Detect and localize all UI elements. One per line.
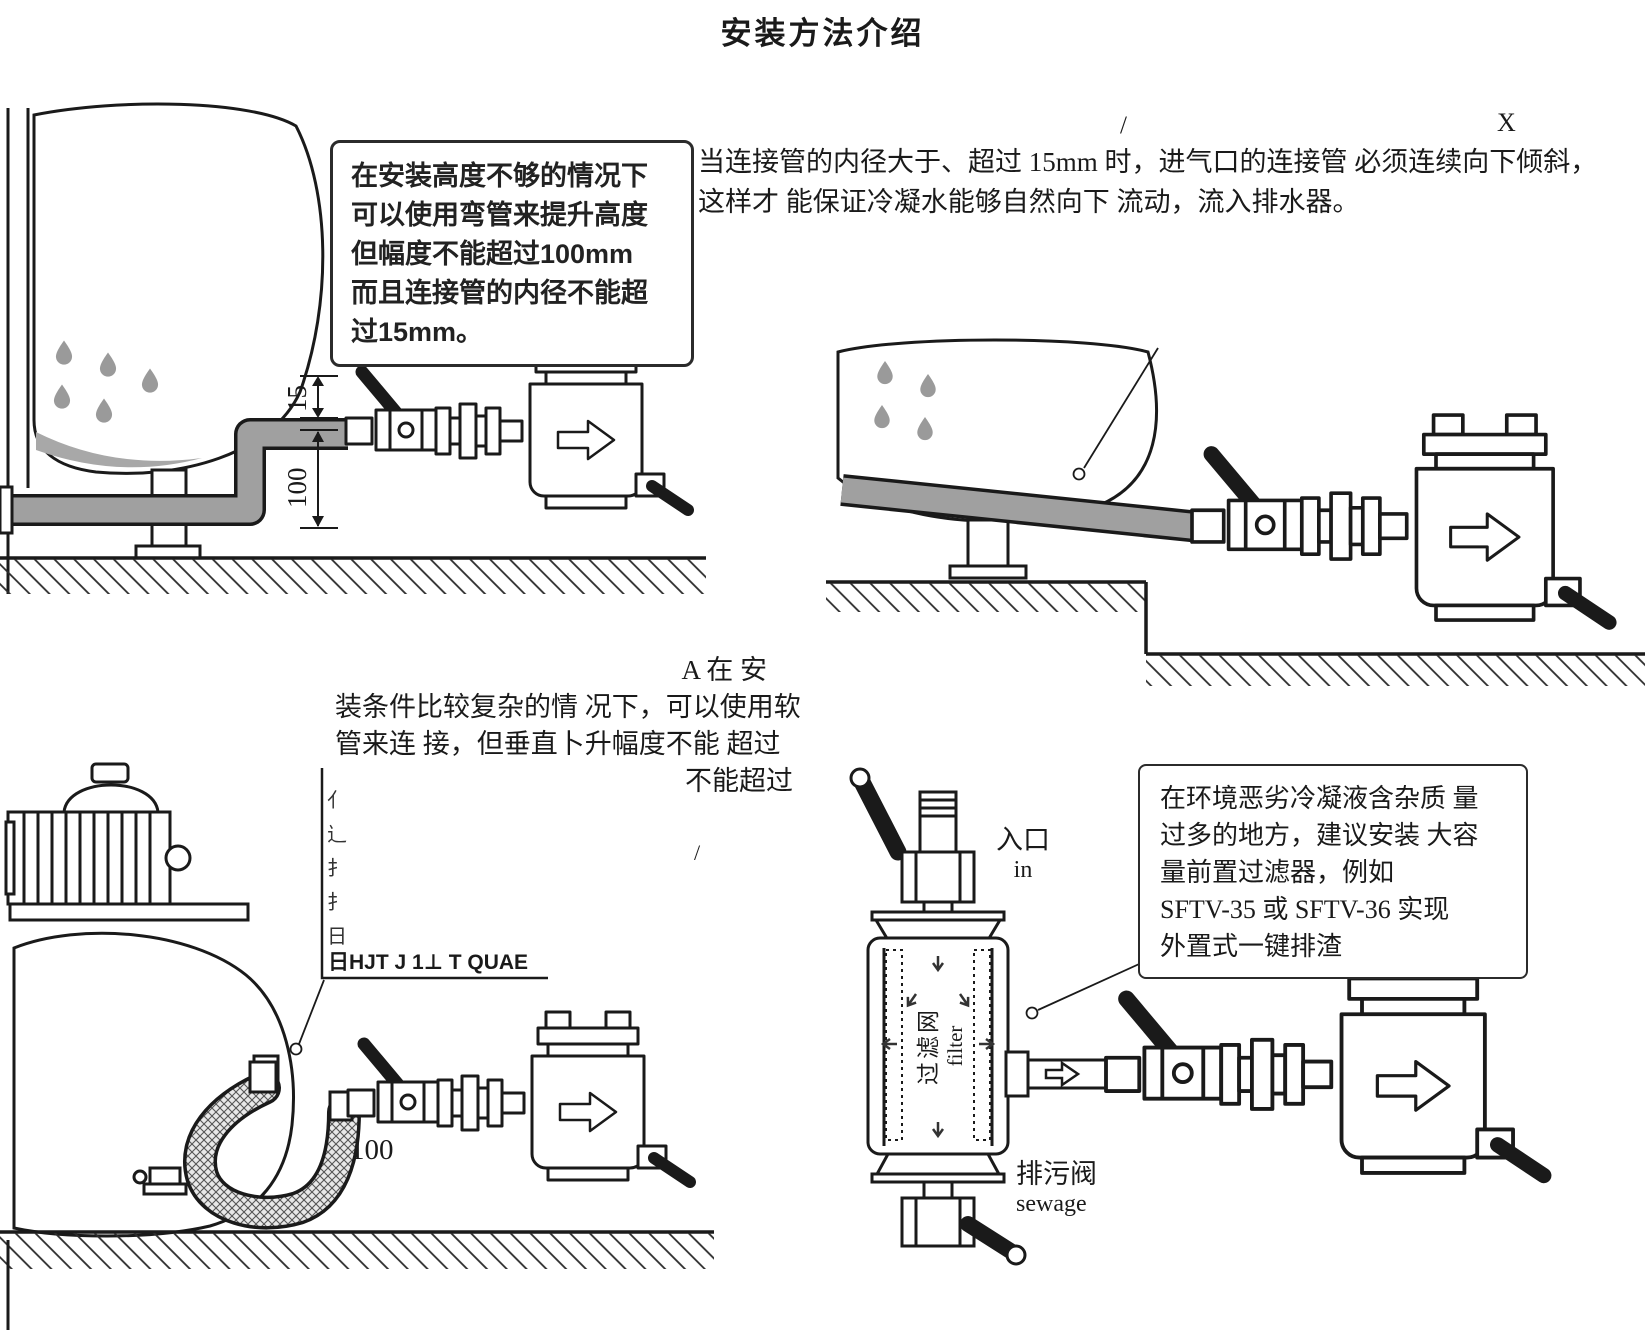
inlet-label-cn: 入口 [996, 825, 1050, 855]
callout-line: 可以使用弯管来提升高度 [351, 200, 648, 230]
sewage-label-cn: 排污阀 [1016, 1159, 1097, 1189]
callout-leader [1025, 959, 1149, 1020]
sewage-label-en: sewage [1016, 1191, 1087, 1217]
inlet-label-en: in [1013, 857, 1033, 883]
page-title: 安装方法介绍 [720, 16, 925, 51]
callout-line: 在安装高度不够的情况下 [351, 161, 648, 191]
dimension-15: 15 [282, 375, 338, 419]
note-line: 不能超过 [685, 766, 793, 796]
note-line: A 在 安 [681, 655, 767, 685]
garbled-bottom-text: 日HJT J 1⊥ T QUAE [328, 951, 529, 974]
inlet-label: 入口 in [986, 818, 1060, 884]
callout-line: 而且连接管的内径不能超 [351, 278, 648, 308]
filter-recommend-callout: 在环境恶劣冷凝液含杂质 量 过多的地方，建议安装 大容 量前置过滤器，例如 SF… [1138, 764, 1528, 979]
dim-100-label: 100 [282, 468, 312, 509]
elbow-rule-callout: 在安装高度不够的情况下 可以使用弯管来提升高度 但幅度不能超过100mm 而且连… [330, 140, 694, 367]
callout-line: 在环境恶劣冷凝液含杂质 量 [1160, 784, 1479, 813]
leader-slash: / [1120, 112, 1127, 139]
callout-leader [289, 979, 325, 1056]
dim-15-label: 15 [282, 385, 312, 412]
callout-bracket [320, 768, 548, 980]
scene-elbow-install: 15 100 [0, 102, 706, 594]
note-line: 管来连 接，但垂直卜升幅度不能 超过 [335, 729, 781, 759]
filter-mesh-label: 过滤网 filter [894, 983, 982, 1109]
callout-line: 外置式一键排渣 [1160, 932, 1343, 961]
note-line: 当连接管的内径大于、超过 15mm 时，进气口的连接管 必须连续向下倾斜， [698, 147, 1598, 177]
note-line: 装条件比较复杂的情 况下，可以使用软 [335, 692, 801, 722]
garbled-vertical-text: 亻辶扌扌日 [327, 790, 347, 948]
water-level [36, 432, 202, 468]
note-line: 这样才 能保证冷凝水能够自然向下 流动，流入排水器。 [698, 187, 1360, 217]
hose-height-label: 100 [350, 1134, 394, 1166]
callout-line: SFTV-35 或 SFTV-36 实现 [1160, 895, 1450, 924]
scene-sloped-pipe [826, 338, 1645, 686]
dimension-100: 100 [282, 429, 338, 529]
callout-line: 但幅度不能超过100mm [351, 239, 634, 269]
marker-x: X [1497, 108, 1516, 137]
compressor-icon [4, 762, 250, 922]
flow-arrow-icon [1044, 1060, 1081, 1088]
callout-line: 过15mm。 [351, 317, 484, 347]
sewage-label: 排污阀 sewage [1016, 1152, 1136, 1218]
hose-note: A 在 安 装条件比较复杂的情 况下，可以使用软 管来连 接，但垂直卜升幅度不能… [335, 652, 801, 800]
inlet-valve-icon [849, 767, 976, 920]
callout-line: 量前置过滤器，例如 [1160, 858, 1395, 887]
sewage-valve-icon [900, 1180, 1027, 1266]
scene-hose-install [0, 762, 714, 1330]
tank-icon [32, 102, 325, 475]
mesh-label-cn: 过滤网 [915, 1007, 941, 1085]
scene-filter-install [849, 767, 1544, 1266]
callout-line: 过多的地方，建议安装 大容 [1160, 821, 1479, 850]
pre-filter-icon [866, 910, 1010, 1184]
mesh-label-en: filter [942, 1025, 967, 1067]
callout-leader [1072, 347, 1159, 481]
slope-note: 当连接管的内径大于、超过 15mm 时，进气口的连接管 必须连续向下倾斜， 这样… [698, 142, 1638, 222]
leader-slash: / [694, 840, 701, 865]
